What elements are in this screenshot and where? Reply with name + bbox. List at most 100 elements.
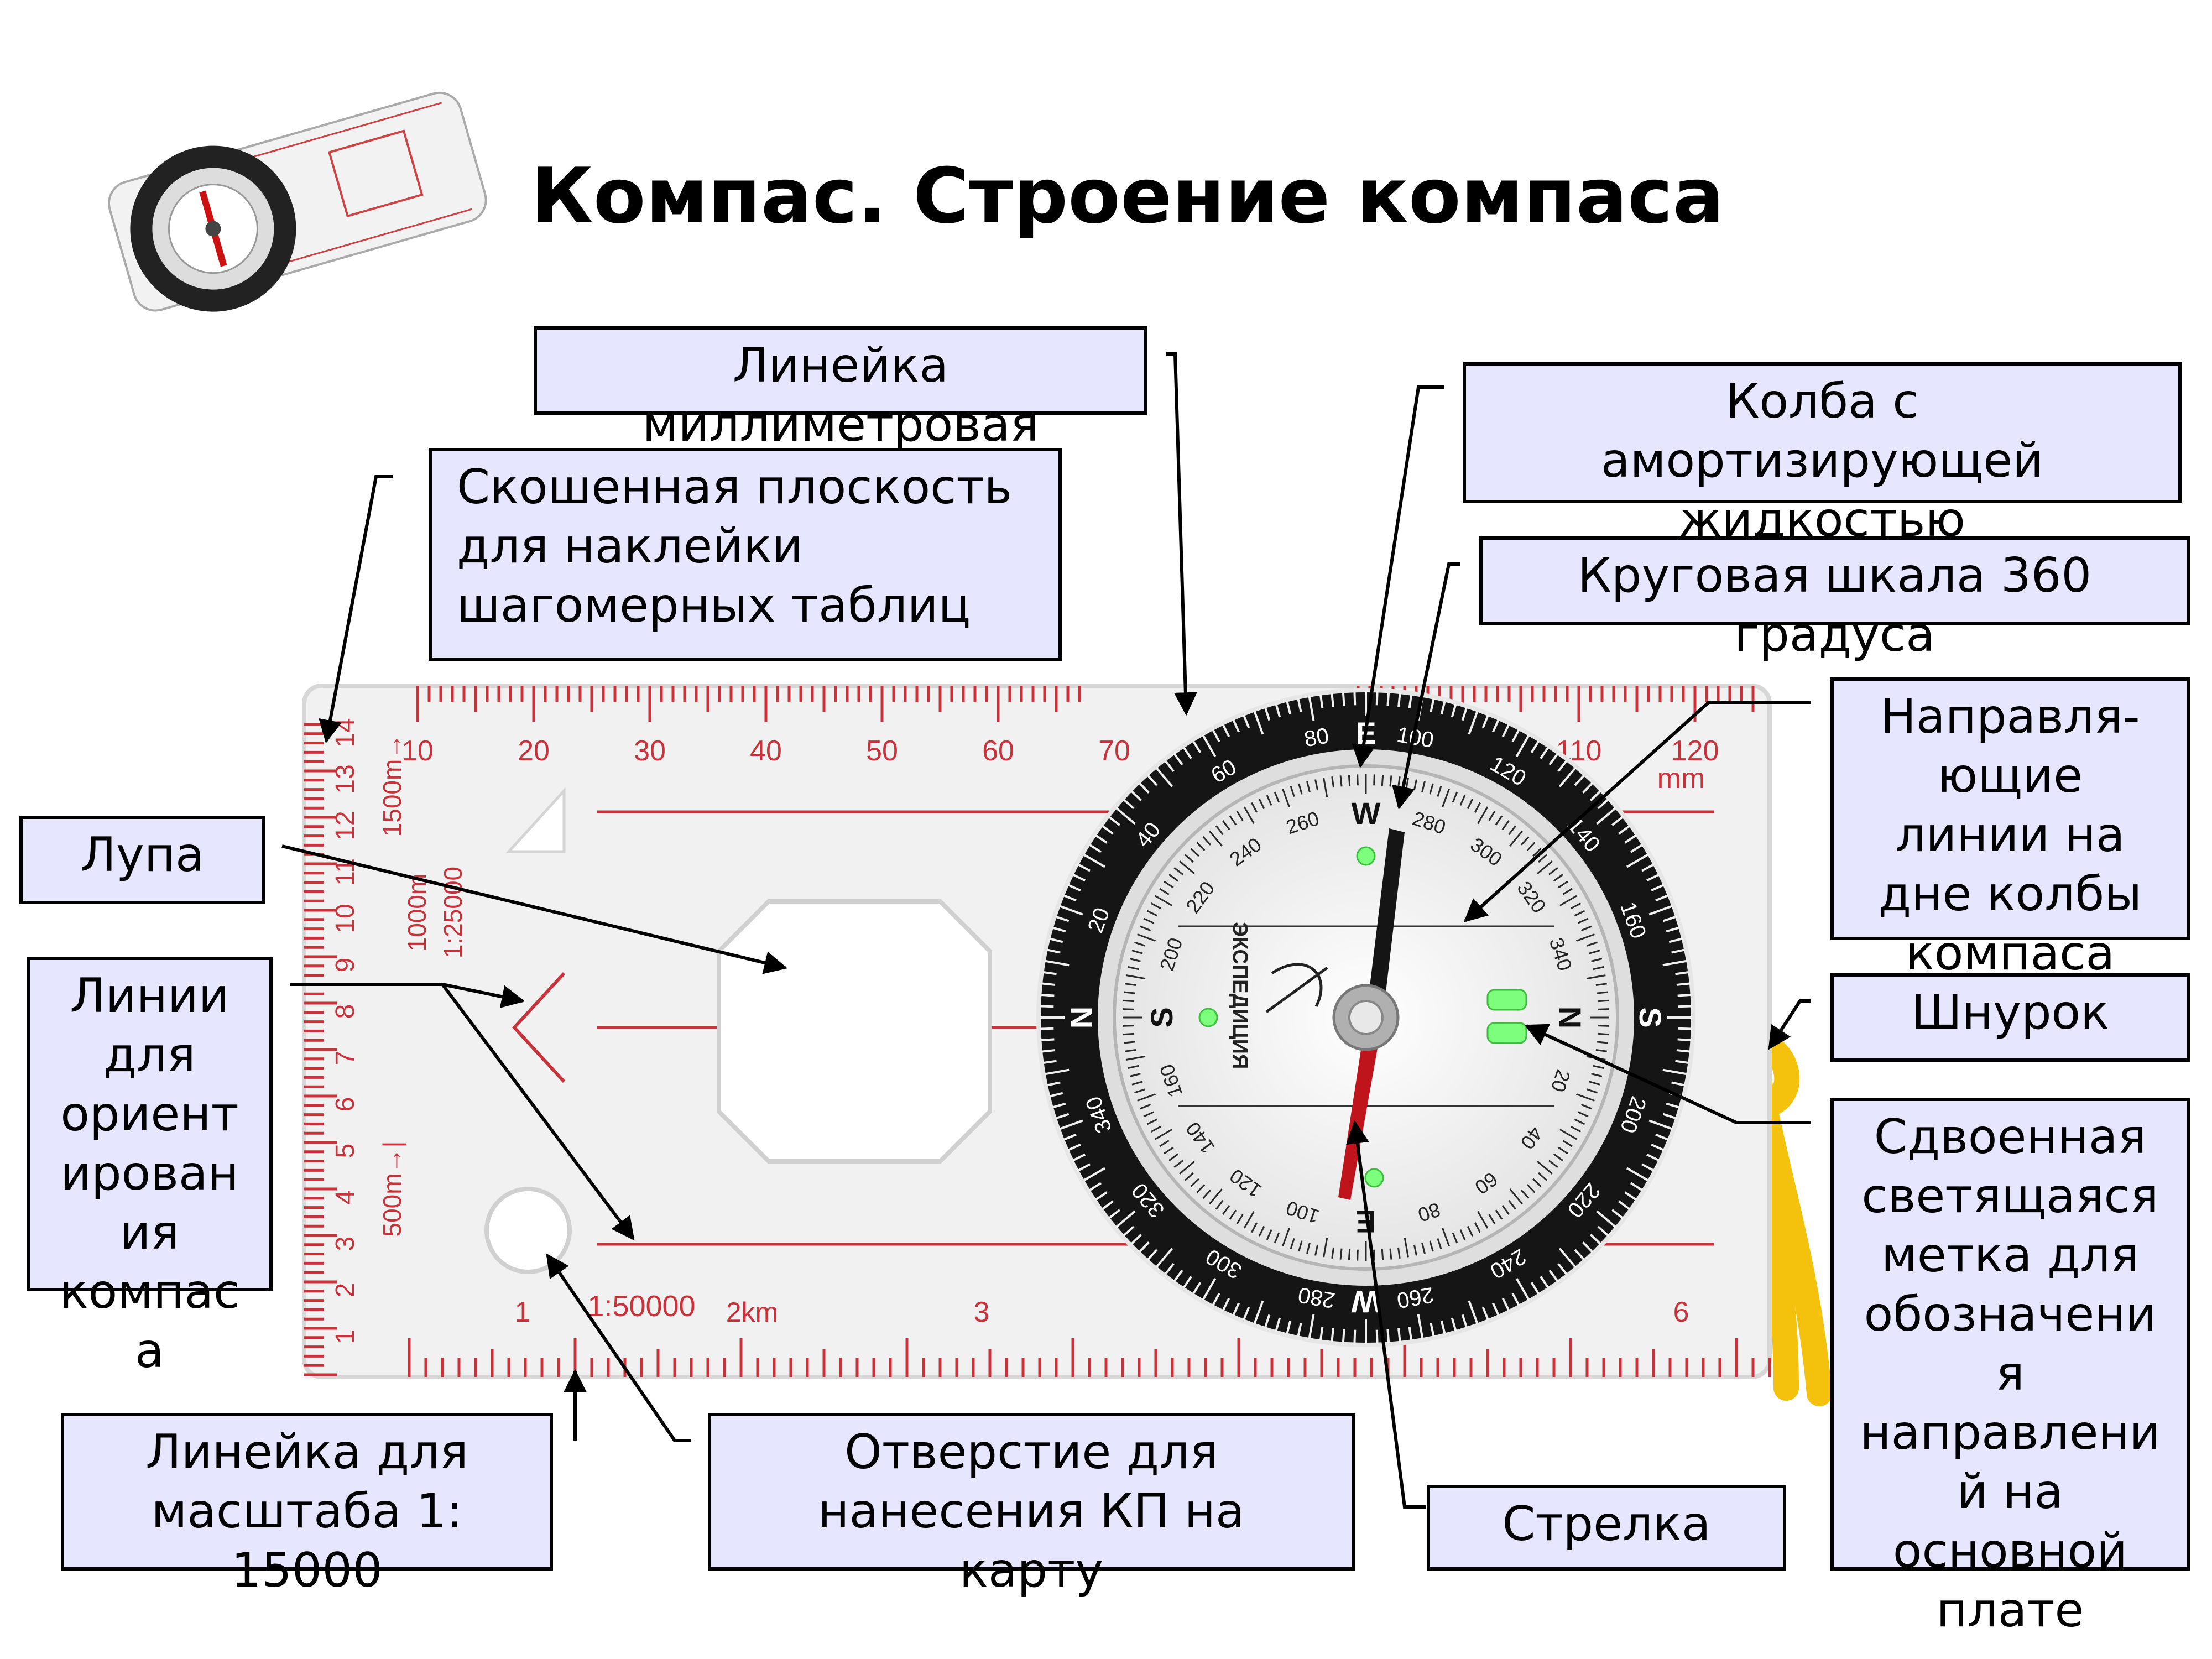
dial-tick <box>1150 1125 1161 1133</box>
dial-cardinal: W <box>1352 796 1381 831</box>
side-number: 3 <box>331 1237 360 1251</box>
dial-tick <box>1467 1225 1474 1237</box>
bezel-tick <box>1044 1068 1070 1076</box>
dial-tick <box>1477 806 1489 825</box>
label-bezel-text: Круговая шкала 360 градуса <box>1577 548 2092 662</box>
label-bevel: Скошенная плоскость для наклейки шагомер… <box>429 448 1062 661</box>
dial-tick <box>1586 974 1606 980</box>
dial-tick <box>1421 781 1426 792</box>
dial-tick <box>1323 1238 1328 1258</box>
dial-tick <box>1586 1088 1598 1094</box>
dial-tick <box>1597 1041 1608 1044</box>
bezel-tick <box>1386 692 1390 706</box>
bezel-tick <box>1618 825 1631 835</box>
dial-tick <box>1298 783 1303 795</box>
dial-tick <box>1477 1211 1489 1229</box>
dial-tick <box>1123 999 1135 1003</box>
dial-tick <box>1373 774 1375 786</box>
bezel-tick <box>1548 753 1559 766</box>
bezel-number: 80 <box>1302 723 1331 752</box>
dial-tick <box>1314 779 1319 791</box>
bezel-tick <box>1164 759 1175 773</box>
dial-tick <box>1146 1118 1158 1125</box>
dial-tick <box>1580 925 1592 932</box>
dial-tick <box>1537 1161 1553 1175</box>
dial-tick <box>1215 825 1224 835</box>
dial-tick <box>1501 820 1510 831</box>
bezel-tick <box>1072 873 1086 882</box>
dial-tick <box>1381 1249 1384 1261</box>
bezel-tick <box>1243 1307 1250 1321</box>
bezel-tick <box>1297 698 1302 712</box>
bezel-tick <box>1146 1249 1158 1261</box>
label-scale-ruler-text: Линейка для масштаба 1: 15000 <box>145 1425 468 1598</box>
bezel-tick <box>1212 729 1220 743</box>
dial-tick <box>1266 795 1272 806</box>
bezel-tick <box>1264 707 1271 721</box>
leader-lines <box>281 352 1811 1509</box>
dial-tick <box>1137 1093 1156 1102</box>
side-number: 9 <box>331 958 360 973</box>
dial-tick <box>1229 815 1237 826</box>
dial-tick <box>1474 802 1481 813</box>
dial-tick <box>1306 1243 1311 1254</box>
dial-tick <box>1155 895 1173 906</box>
bezel-tick <box>1077 863 1091 872</box>
dial-tick <box>1143 917 1154 924</box>
dial-tick <box>1258 1225 1265 1237</box>
bezel-tick <box>1557 759 1568 773</box>
bezel-tick <box>1461 1314 1468 1328</box>
dial-tick <box>1593 966 1604 971</box>
label-hole-text: Отверстие для нанесения КП на карту <box>818 1425 1245 1598</box>
bezel-tick <box>1123 1225 1135 1237</box>
bezel-tick <box>1662 915 1677 922</box>
dial-tick <box>1509 830 1523 847</box>
bezel-tick <box>1055 915 1070 922</box>
dial-tick <box>1442 789 1450 807</box>
dial-tick <box>1331 1247 1335 1259</box>
bezel-tick <box>1651 884 1665 892</box>
bezel-tick <box>1651 1143 1665 1151</box>
bezel-tick <box>1275 1317 1281 1332</box>
dial-tick <box>1306 781 1311 792</box>
dial-tick <box>1125 1048 1136 1052</box>
bezel-tick <box>1088 1182 1102 1192</box>
bezel-tick <box>1052 926 1066 933</box>
dial-tick <box>1126 974 1146 980</box>
dial-tick <box>1236 811 1244 821</box>
bezel-tick <box>1067 1143 1081 1151</box>
bezel-tick <box>1202 734 1217 758</box>
bezel-tick <box>1063 1133 1077 1141</box>
bezel-tick <box>1353 1329 1357 1344</box>
label-mm-ruler-text: Линейка миллиметровая <box>642 338 1039 452</box>
dial-tick <box>1526 1184 1536 1193</box>
dial-tick <box>1131 950 1143 954</box>
bezel-tick <box>1083 853 1106 868</box>
bezel-tick <box>1630 1182 1644 1192</box>
bezel-tick <box>1222 723 1230 738</box>
bezel-tick <box>1055 1113 1070 1120</box>
dial-tick <box>1155 1129 1173 1140</box>
bezel-tick <box>1624 834 1637 844</box>
bezel-tick <box>1611 1209 1624 1219</box>
side-scale-500m: 500m→| <box>378 1141 406 1237</box>
bezel-tick <box>1040 1038 1055 1042</box>
label-glow-mark: Сдвоенная светящаяся метка для обозначен… <box>1830 1098 2190 1638</box>
bezel-tick <box>1671 948 1686 954</box>
bezel-tick <box>1319 694 1324 708</box>
bezel-tick <box>1286 701 1292 715</box>
dial-tick <box>1467 798 1474 810</box>
side-number: 13 <box>331 764 360 794</box>
dial-tick <box>1558 880 1568 889</box>
bezel-tick <box>1138 1241 1150 1253</box>
dial-tick <box>1143 1111 1154 1118</box>
label-bevel-text: Скошенная плоскость для наклейки шагомер… <box>457 460 1013 633</box>
bezel-cardinal: N <box>1064 1006 1099 1029</box>
dial-tick <box>1146 910 1158 917</box>
bezel-tick <box>1451 1317 1457 1332</box>
dial-tick <box>1251 802 1258 813</box>
bezel-tick <box>1491 719 1500 733</box>
bezel-tick <box>1597 798 1609 810</box>
dial-tick <box>1190 848 1199 857</box>
dial-tick <box>1442 1228 1450 1246</box>
